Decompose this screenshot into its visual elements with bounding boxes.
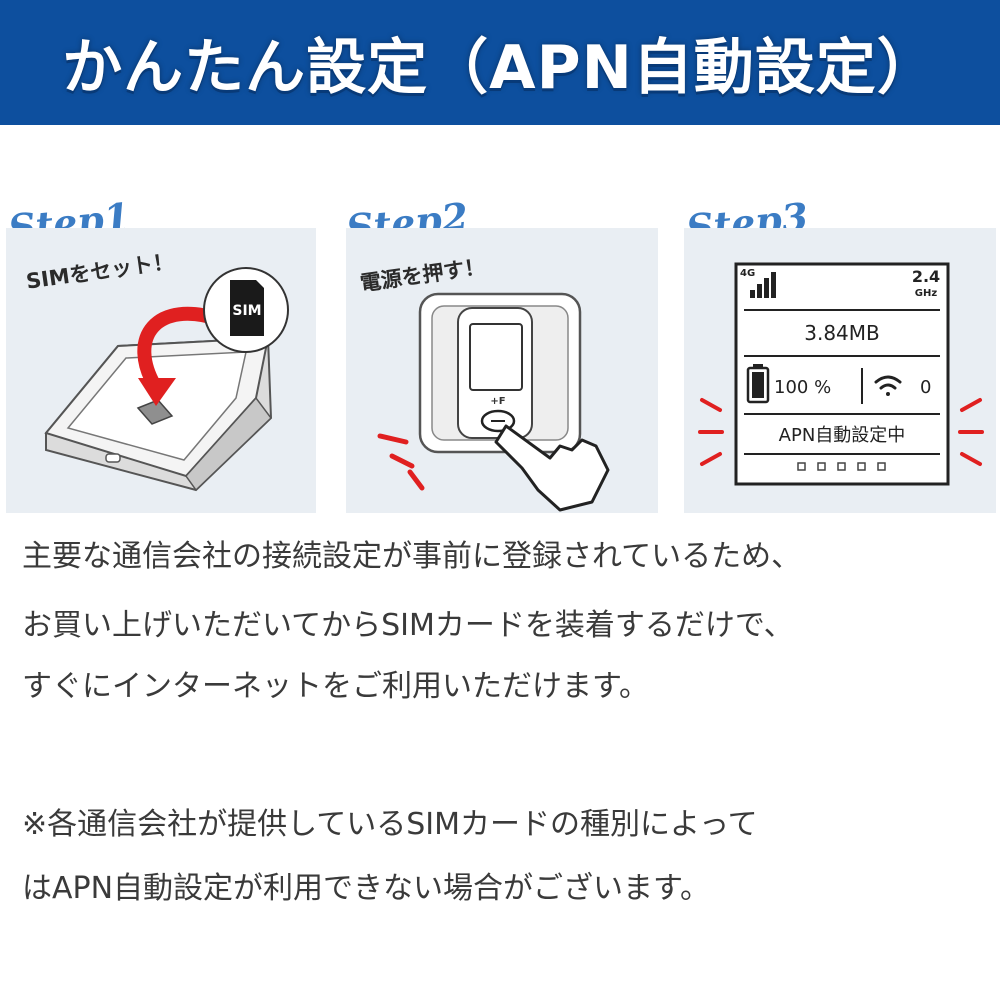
alert-marks-left — [698, 398, 724, 466]
power-button-illustration: +F — [377, 292, 610, 512]
insert-arrow-icon — [137, 306, 228, 395]
device-screen-illustration: 4G 2.4 GHz 3.84MB 100 % 0 APN自動設定中 — [698, 262, 984, 486]
svg-text:+F: +F — [490, 396, 505, 407]
wifi-icon — [874, 375, 902, 396]
sim-slot — [136, 399, 174, 425]
device-screen — [469, 323, 523, 391]
battery-icon — [746, 364, 770, 404]
alert-marks-right — [958, 398, 984, 466]
step3-panel: 4G 2.4 GHz 3.84MB 100 % 0 APN自動設定中 — [684, 228, 996, 513]
note-line-1: ※各通信会社が提供しているSIMカードの種別によって — [22, 807, 758, 842]
header-banner: かんたん設定（APN自動設定） — [0, 0, 1000, 125]
band-unit: GHz — [915, 288, 938, 299]
battery-level: 100 % — [774, 377, 831, 398]
step1-panel: SIM SIMをセット！ — [6, 228, 316, 513]
router-sim-illustration: SIM — [44, 267, 289, 492]
description-line-3: すぐにインターネットをご利用いただけます。 — [22, 669, 649, 704]
router-front: +F — [418, 292, 582, 454]
signal-strength-icon — [750, 272, 776, 298]
status-message: APN自動設定中 — [779, 425, 906, 446]
data-usage: 3.84MB — [804, 321, 880, 345]
band-value: 2.4 — [912, 267, 940, 286]
lcd-screen — [734, 262, 950, 486]
step2-panel: +F 電源を押す！ — [346, 228, 658, 513]
description-line-2: お買い上げいただいてからSIMカードを装着するだけで、 — [22, 608, 794, 643]
description-line-1: 主要な通信会社の接続設定が事前に登録されているため、 — [22, 539, 802, 574]
pointing-hand-icon — [494, 424, 610, 512]
network-type: 4G — [740, 268, 755, 279]
page-indicator — [797, 462, 886, 471]
wifi-clients: 0 — [920, 377, 931, 398]
page-title: かんたん設定（APN自動設定） — [62, 33, 938, 103]
sim-card-icon — [230, 280, 264, 336]
note-line-2: はAPN自動設定が利用できない場合がございます。 — [22, 871, 711, 906]
sim-card-label: SIM — [232, 303, 261, 319]
router-device — [44, 336, 273, 492]
